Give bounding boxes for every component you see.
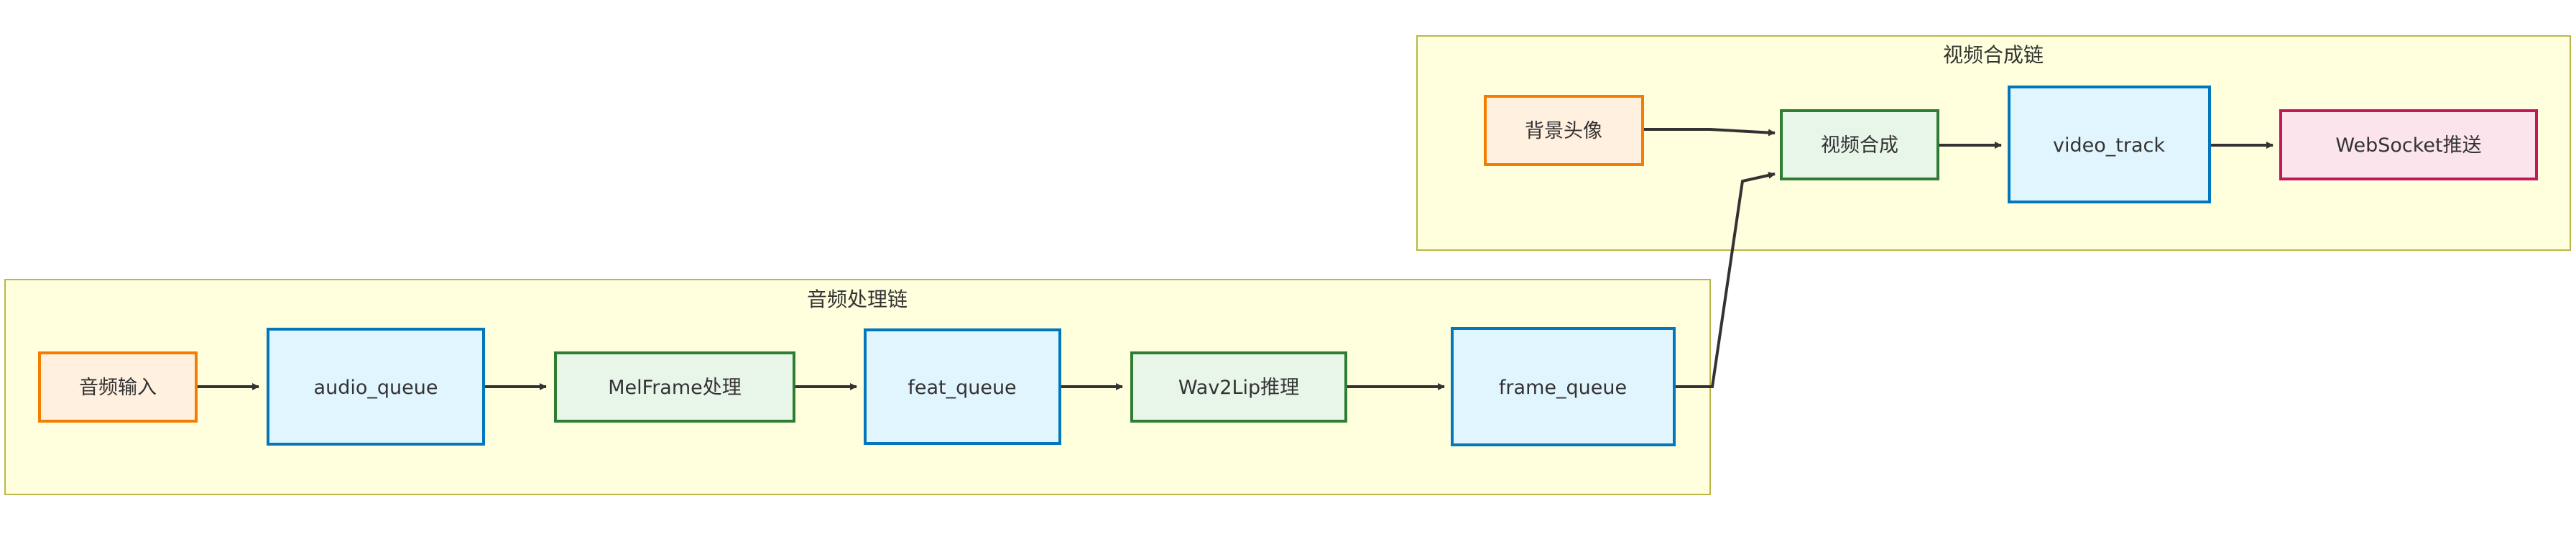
- node-melframe-box: [554, 351, 795, 423]
- node-feat-queue-label: feat_queue: [908, 377, 1016, 399]
- node-frame-queue-box: [1451, 327, 1676, 446]
- node-websocket-box: [2279, 109, 2538, 180]
- node-audio-input-label: 音频输入: [79, 377, 157, 399]
- node-audio-queue: audio_queue: [267, 328, 485, 446]
- node-wav2lip-label: Wav2Lip推理: [1178, 377, 1299, 399]
- node-websocket-label: WebSocket推送: [2335, 134, 2481, 157]
- node-melframe-label: MelFrame处理: [608, 377, 742, 399]
- node-video-track: video_track: [2008, 86, 2211, 203]
- node-video-track-label: video_track: [2053, 134, 2165, 157]
- node-video-track-box: [2008, 86, 2211, 203]
- node-feat-queue-box: [864, 328, 1061, 445]
- node-frame-queue: frame_queue: [1451, 327, 1676, 446]
- edge-bg-avatar-to-video-compose: [1643, 128, 1776, 137]
- node-bg-avatar-box: [1484, 95, 1644, 166]
- node-melframe: MelFrame处理: [554, 351, 795, 423]
- node-video-compose-box: [1780, 109, 1939, 180]
- node-wav2lip: Wav2Lip推理: [1130, 351, 1347, 423]
- node-audio-input-box: [38, 351, 198, 423]
- node-wav2lip-box: [1130, 351, 1347, 423]
- node-frame-queue-label: frame_queue: [1499, 377, 1627, 399]
- node-video-compose-label: 视频合成: [1821, 134, 1898, 157]
- edge-frame-queue-to-video-compose: [1674, 172, 1776, 388]
- edges: [196, 128, 2273, 390]
- node-bg-avatar-label: 背景头像: [1525, 120, 1602, 142]
- node-websocket: WebSocket推送: [2279, 109, 2538, 180]
- node-audio-queue-label: audio_queue: [314, 377, 438, 399]
- node-video-compose: 视频合成: [1780, 109, 1939, 180]
- node-feat-queue: feat_queue: [864, 328, 1061, 445]
- node-audio-queue-box: [267, 328, 485, 446]
- group-video-composition-label: 视频合成链: [1943, 43, 2044, 67]
- node-bg-avatar: 背景头像: [1484, 95, 1644, 166]
- group-audio-processing-label: 音频处理链: [807, 287, 908, 311]
- node-audio-input: 音频输入: [38, 351, 198, 423]
